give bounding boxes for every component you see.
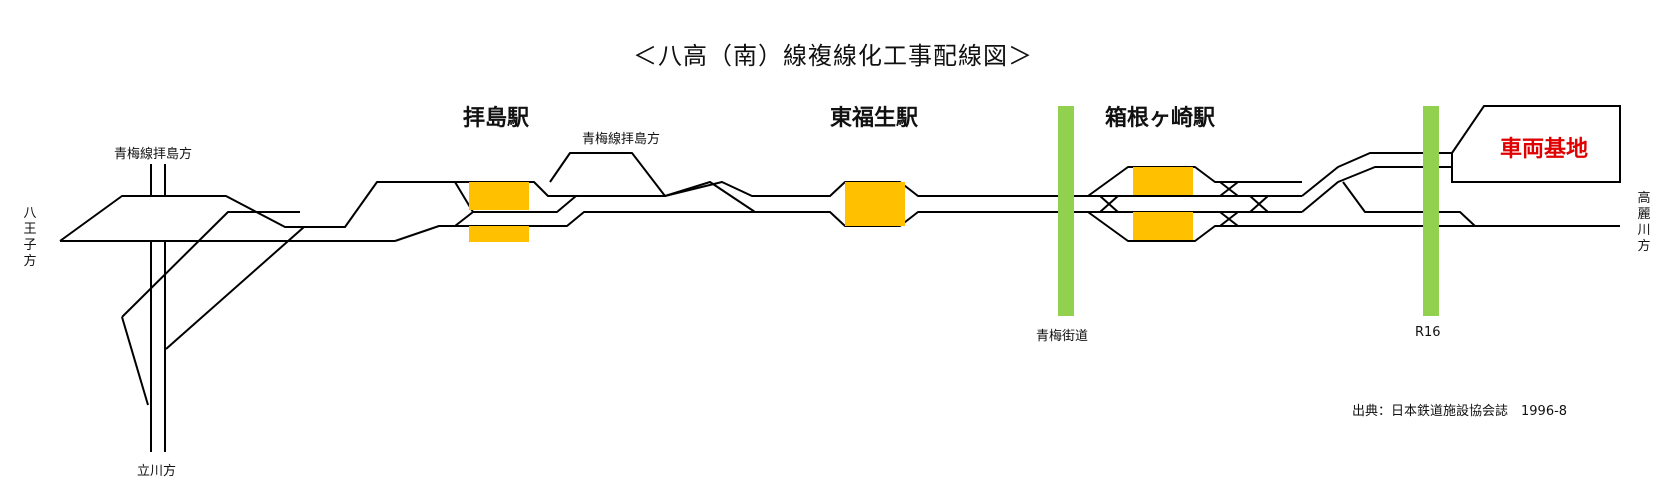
direction-hachioji: 八王子方 <box>23 206 37 269</box>
track-ome-connector-2 <box>165 226 305 350</box>
direction-tachikawa: 立川方 <box>137 464 177 479</box>
platform-higashifussa <box>845 182 905 226</box>
track-crossover-4 <box>1219 211 1239 227</box>
track-fussa-upper <box>664 181 1105 197</box>
track-haijima-upper-split <box>454 181 577 213</box>
station-label-haijima: 拝島駅 <box>463 106 530 131</box>
track-depot-lead-2 <box>1301 166 1452 213</box>
track-depot-lead-1 <box>1301 152 1452 197</box>
track-haijima-main-upper <box>548 181 756 213</box>
direction-komagawa: 高麗川方 <box>1637 191 1651 254</box>
track-haijima-lower-split <box>454 211 474 227</box>
road-label-ome-kaido: 青梅街道 <box>1036 329 1089 344</box>
track-fussa-lower <box>732 211 1105 227</box>
track-crossover-2 <box>1219 181 1239 197</box>
road-r16 <box>1423 106 1439 316</box>
depot-building <box>1451 105 1621 183</box>
track-depot-lead-3 <box>1342 181 1476 227</box>
track-crossover-3 <box>1249 195 1269 213</box>
road-label-r16: R16 <box>1415 325 1441 340</box>
platform-haijima-2 <box>469 226 529 242</box>
page-title: ＜八高（南）線複線化工事配線図＞ <box>633 42 1033 70</box>
station-label-hakonegasaki: 箱根ヶ崎駅 <box>1105 106 1216 131</box>
track-ome-connector-1 <box>121 211 300 318</box>
track-crossover-1 <box>1099 195 1119 213</box>
track-branch-upper <box>59 181 455 242</box>
track-hakone-upper-loop <box>1087 166 1302 197</box>
direction-ome-line-left: 青梅線拝島方 <box>114 147 193 162</box>
platform-hakone-2 <box>1133 212 1193 240</box>
track-haijima-lower <box>394 211 732 242</box>
road-ome-kaido <box>1058 106 1074 316</box>
track-tachikawa-curve <box>121 316 149 406</box>
track-hakone-lower-loop <box>1087 211 1302 242</box>
platform-hakone-1 <box>1133 167 1193 195</box>
source-citation: 出典：日本鉄道施設協会誌 1996-8 <box>1352 404 1568 419</box>
direction-ome-line-mid: 青梅線拝島方 <box>582 132 661 147</box>
depot-label: 車両基地 <box>1500 137 1589 162</box>
platform-haijima-1 <box>469 182 529 210</box>
station-label-higashifussa: 東福生駅 <box>830 106 919 131</box>
